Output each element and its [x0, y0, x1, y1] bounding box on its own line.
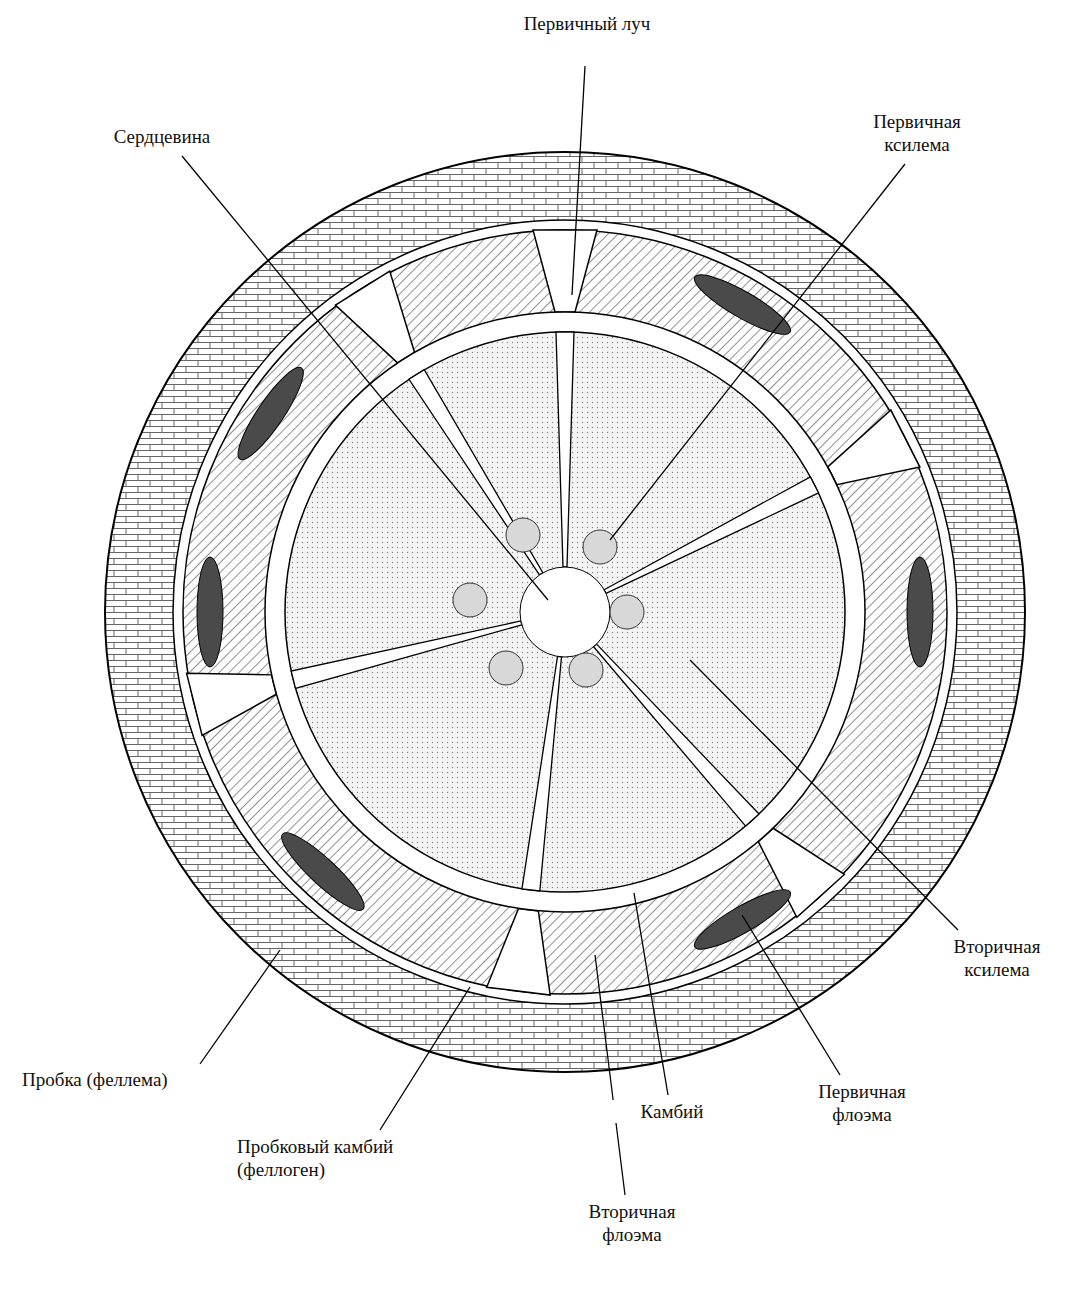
part-label: Первичный луч: [520, 12, 654, 35]
cork: [105, 152, 1025, 1072]
leader-line: [182, 66, 958, 1195]
part-label: Вторичная ксилема: [920, 935, 1074, 981]
primary-xylem: [453, 518, 644, 687]
primary-phloem: [197, 266, 933, 958]
pith: [520, 567, 610, 657]
cambium: [265, 312, 865, 912]
part-label: Вторичная флоэма: [555, 1200, 709, 1246]
part-label: Камбий: [610, 1100, 734, 1123]
part-label: Первичная флоэма: [785, 1080, 939, 1126]
part-label: Пробка (феллема): [20, 1068, 254, 1091]
part-label: Сердцевина: [60, 125, 264, 148]
phellogen: [173, 220, 957, 1004]
ray-inner: [291, 332, 818, 891]
secondary-xylem: [285, 332, 845, 892]
part-label: Пробковый камбий (феллоген): [235, 1135, 429, 1181]
secondary-phloem: [183, 230, 947, 994]
ray-outer: [187, 230, 920, 995]
part-label: Первичная ксилема: [845, 110, 989, 156]
